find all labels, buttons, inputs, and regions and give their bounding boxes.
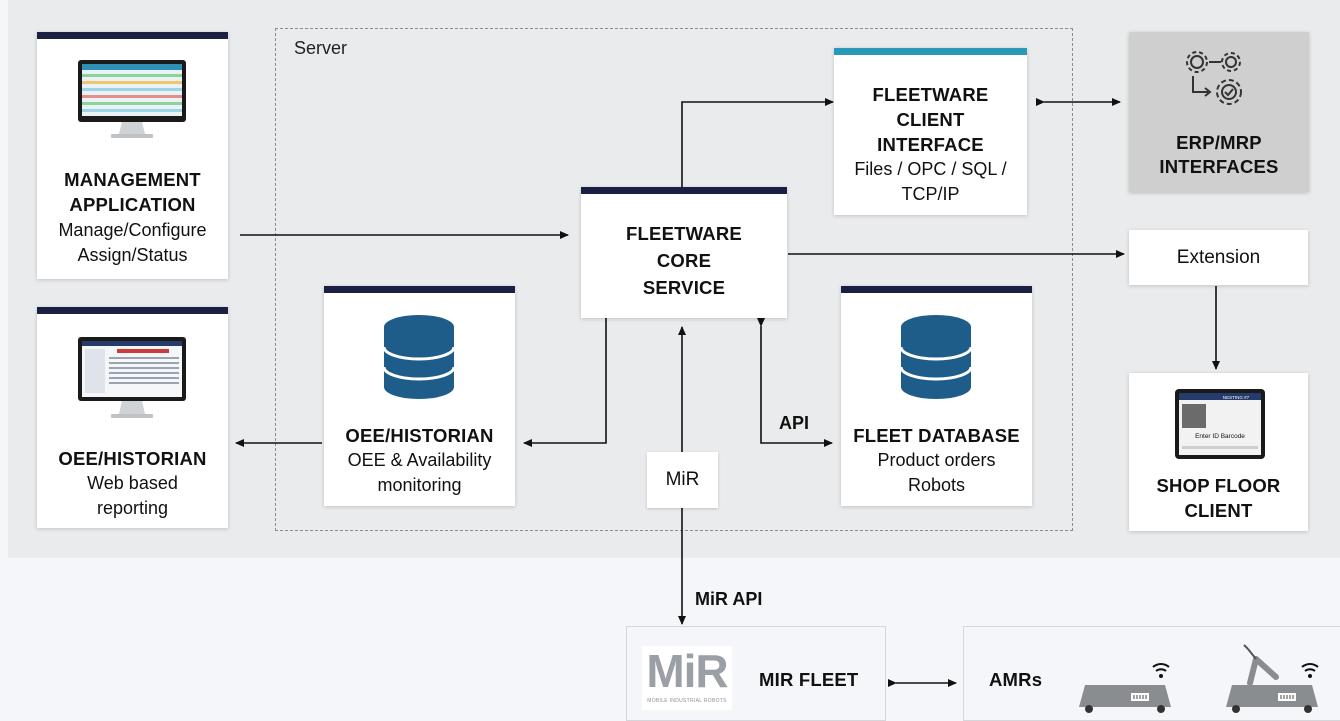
amr-robot-icon	[1079, 663, 1171, 713]
management-sub-1: Manage/Configure	[58, 220, 207, 240]
shop-floor-line-2: CLIENT	[1184, 500, 1253, 521]
gears-workflow-icon	[1186, 51, 1242, 105]
oee-historian-db-box: OEE/HISTORIAN OEE & Availability monitor…	[324, 286, 515, 506]
fleetware-client-interface-box: FLEETWARE CLIENT INTERFACE Files / OPC /…	[834, 48, 1027, 215]
management-title-2: APPLICATION	[69, 194, 196, 215]
arrow-core-to-oee-db	[523, 318, 607, 447]
client-sub-2: TCP/IP	[901, 184, 960, 204]
fleet-db-sub-2: Robots	[907, 475, 966, 495]
monitor-icon	[78, 60, 186, 138]
amrs-box: AMRs	[963, 626, 1340, 721]
fleetware-core-service-box: FLEETWARE CORE SERVICE	[581, 187, 787, 318]
client-sub-1: Files / OPC / SQL /	[854, 159, 1007, 179]
management-sub-2: Assign/Status	[77, 245, 188, 265]
amrs-label: AMRs	[989, 669, 1043, 690]
oee-web-reporting-box: OEE/HISTORIAN Web based reporting	[37, 307, 228, 528]
shop-floor-line-1: SHOP FLOOR	[1156, 475, 1281, 496]
extension-box: Extension	[1129, 230, 1308, 285]
wifi-icon	[1152, 663, 1170, 672]
client-line-1: FLEETWARE	[872, 84, 989, 105]
tablet-header: NESTING #7	[1223, 395, 1250, 400]
erp-mrp-interfaces-box: ERP/MRP INTERFACES	[1129, 32, 1309, 192]
api-label: API	[779, 413, 810, 433]
oee-db-sub-2: monitoring	[377, 475, 462, 495]
shop-floor-client-box: NESTING #7 Enter ID Barcode SHOP FLOOR C…	[1129, 373, 1308, 531]
erp-line-1: ERP/MRP	[1176, 132, 1262, 153]
erp-line-2: INTERFACES	[1159, 156, 1279, 177]
mir-fleet-box: MiR MOBILE INDUSTRIAL ROBOTS MIR FLEET	[626, 626, 886, 721]
core-line-3: SERVICE	[642, 277, 726, 298]
amr-robot-arm-icon	[1226, 644, 1319, 713]
mir-api-label: MiR API	[695, 589, 763, 609]
tablet-icon: NESTING #7 Enter ID Barcode	[1175, 389, 1265, 459]
wifi-icon	[1301, 663, 1319, 672]
arrow-core-fleetdb	[757, 318, 833, 447]
core-line-2: CORE	[656, 250, 712, 271]
tablet-prompt: Enter ID Barcode	[1195, 433, 1245, 440]
fleet-database-box: FLEET DATABASE Product orders Robots	[841, 286, 1032, 506]
fleet-db-title: FLEET DATABASE	[853, 425, 1020, 446]
server-boundary	[275, 28, 1073, 531]
mir-logo-text: MiR	[646, 645, 728, 697]
oee-web-sub-2: reporting	[96, 498, 169, 518]
mir-box: MiR	[647, 452, 718, 508]
arrow-core-to-client-interface	[681, 98, 834, 188]
database-icon	[382, 315, 456, 399]
mir-logo: MiR MOBILE INDUSTRIAL ROBOTS	[642, 645, 732, 710]
monitor-icon	[78, 337, 186, 418]
mir-fleet-label: MIR FLEET	[759, 669, 859, 690]
core-line-1: FLEETWARE	[626, 223, 742, 244]
server-label: Server	[294, 38, 348, 58]
oee-web-title: OEE/HISTORIAN	[58, 448, 207, 469]
client-line-2: CLIENT	[896, 109, 965, 130]
database-icon	[899, 315, 973, 399]
mir-logo-sub: MOBILE INDUSTRIAL ROBOTS	[647, 698, 727, 704]
fleet-db-sub-1: Product orders	[877, 450, 996, 470]
oee-db-sub-1: OEE & Availability	[347, 450, 492, 470]
client-line-3: INTERFACE	[877, 134, 984, 155]
oee-db-title: OEE/HISTORIAN	[345, 425, 494, 446]
management-application-box: MANAGEMENT APPLICATION Manage/Configure …	[37, 32, 228, 279]
management-title-1: MANAGEMENT	[64, 169, 201, 190]
oee-web-sub-1: Web based	[87, 473, 178, 493]
